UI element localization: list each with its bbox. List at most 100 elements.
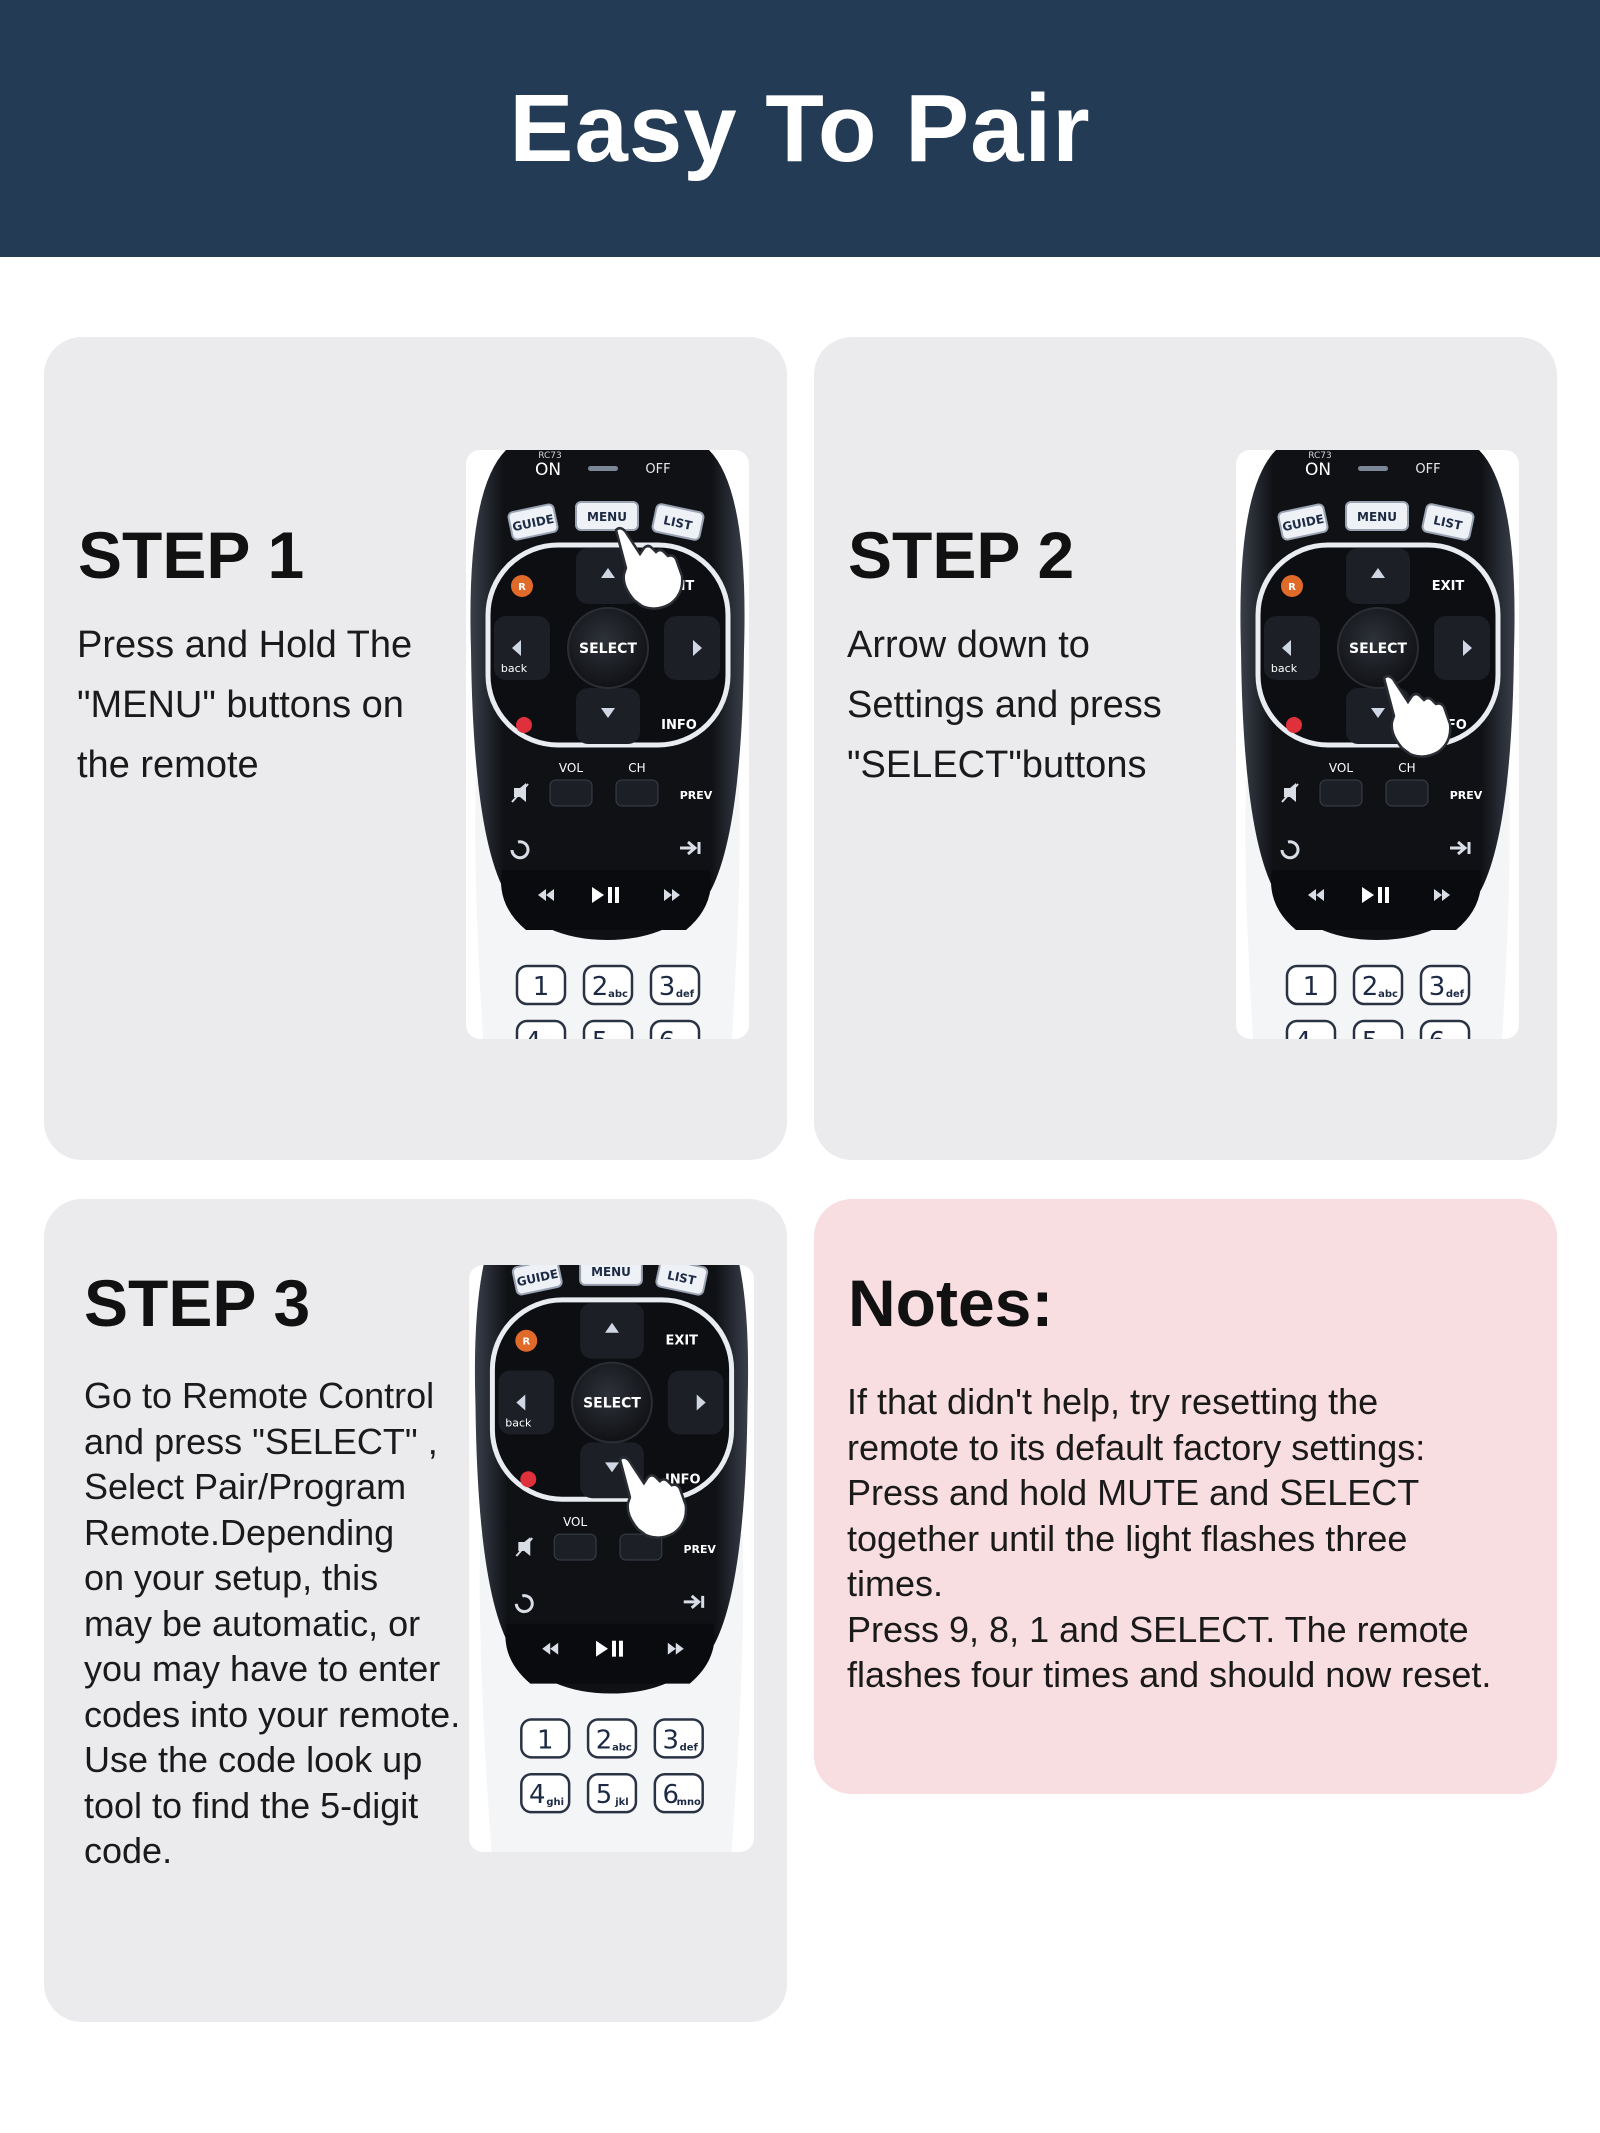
key-letters: ghi	[546, 1797, 564, 1808]
remote-body-group: RC73ONOFFGUIDEMENULISTbackREXITINFOSELEC…	[470, 450, 745, 1039]
key-letters: mno	[677, 1797, 701, 1808]
key-outline	[1352, 964, 1404, 1006]
right-pad	[667, 1370, 724, 1435]
hand-shape	[614, 527, 684, 610]
select-button	[1337, 607, 1419, 689]
skip-icon	[1450, 840, 1471, 856]
menu-button: MENU	[1345, 501, 1409, 531]
left-arrow-icon	[516, 1394, 526, 1411]
left-arrow-icon	[512, 640, 521, 656]
record-label: R	[522, 1337, 530, 1348]
up-arrow-icon	[605, 1322, 619, 1333]
ch-rocker	[615, 779, 659, 807]
key-cap	[1277, 503, 1329, 541]
vol-rocker	[1319, 779, 1363, 807]
down-arrow-icon	[1371, 708, 1385, 718]
key-outline	[649, 964, 701, 1006]
key-outline	[515, 964, 567, 1006]
key-number: 5	[596, 1780, 612, 1810]
exit-label: EXIT	[666, 1334, 699, 1349]
notes-line: times.	[847, 1563, 944, 1604]
step-3-card: STEP 3 Go to Remote Control and press "S…	[44, 1199, 787, 2022]
fast-forward-icon	[1434, 889, 1450, 901]
left-pad	[494, 616, 550, 680]
red-dot	[520, 1471, 537, 1488]
pointing-hand-icon	[1382, 675, 1452, 758]
step-3-line: and press "SELECT" ,	[84, 1420, 438, 1462]
pause-bar-1	[608, 887, 612, 903]
header-banner: Easy To Pair	[0, 0, 1600, 257]
play-icon	[1362, 887, 1374, 903]
notes-line: If that didn't help, try resetting the	[847, 1381, 1379, 1422]
right-arrow-icon	[1463, 640, 1472, 656]
play-icon	[596, 1640, 609, 1657]
step-2-card: STEP 2 Arrow down to Settings and press …	[814, 337, 1557, 1160]
step-3-line: you may have to enter	[84, 1648, 441, 1689]
step-1-line: the remote	[77, 744, 259, 786]
mute-slash	[1281, 783, 1299, 803]
step-3-title: STEP 3	[84, 1266, 311, 1340]
key-outline	[586, 1773, 638, 1814]
pause-bar-2	[615, 887, 619, 903]
vol-rocker	[549, 779, 593, 807]
step-3-line: code.	[84, 1830, 173, 1871]
skip-icon	[680, 840, 701, 856]
select-button	[567, 607, 649, 689]
key-letters: jkl	[614, 1797, 628, 1808]
right-pad	[664, 616, 720, 680]
info-label: INFO	[661, 718, 697, 733]
rewind-icon	[538, 889, 554, 901]
remote-drawing: RC73ONOFFGUIDEMENULISTbackREXITINFOSELEC…	[470, 450, 745, 1039]
key-number: 2	[592, 972, 609, 1002]
down-arrow-icon	[605, 1462, 619, 1473]
key-letters: abc	[612, 1742, 632, 1753]
power-on-label: ON	[1305, 460, 1331, 480]
number-key-1: 1	[1285, 964, 1337, 1006]
model-label: RC73	[538, 451, 562, 461]
step-3-line: Use the code look up	[84, 1739, 423, 1780]
number-key-1: 1	[515, 964, 567, 1006]
number-key-1: 1	[520, 1718, 571, 1759]
step-3-line: tool to find the 5-digit	[84, 1784, 419, 1826]
guide-button: GUIDE	[511, 1265, 563, 1296]
key-number: 1	[533, 972, 550, 1002]
step-1-text: Press and Hold The "MENU" buttons on the…	[77, 615, 437, 795]
key-label: MENU	[591, 1265, 631, 1279]
pointing-hand-icon	[618, 1456, 688, 1539]
power-indicator	[1358, 466, 1388, 471]
red-dot	[516, 717, 532, 733]
ch-rocker	[619, 1533, 663, 1561]
key-cap	[655, 1265, 709, 1296]
prev-label: PREV	[1450, 789, 1483, 802]
key-outline	[649, 1019, 701, 1039]
key-number: 4	[529, 1780, 545, 1810]
page-title: Easy To Pair	[509, 74, 1091, 182]
key-number: 1	[537, 1725, 553, 1755]
vol-label: VOL	[1329, 761, 1353, 775]
key-label: LIST	[1432, 513, 1464, 533]
mute-slash	[515, 1537, 534, 1557]
replay-icon	[514, 1594, 534, 1614]
key-cap	[575, 501, 639, 531]
key-outline	[1419, 1019, 1471, 1039]
step-1-title: STEP 1	[78, 518, 305, 592]
play-icon	[592, 887, 604, 903]
notes-line: Press 9, 8, 1 and SELECT. The remote	[847, 1608, 1469, 1650]
key-cap	[651, 503, 705, 541]
key-number: 4	[1295, 1027, 1312, 1039]
list-button: LIST	[655, 1265, 709, 1296]
key-number: 4	[525, 1027, 542, 1039]
right-arrow-icon	[696, 1394, 706, 1411]
left-arrow-icon	[1282, 640, 1291, 656]
step-1-line: Press and Hold The	[77, 624, 413, 666]
key-label: LIST	[662, 513, 694, 533]
